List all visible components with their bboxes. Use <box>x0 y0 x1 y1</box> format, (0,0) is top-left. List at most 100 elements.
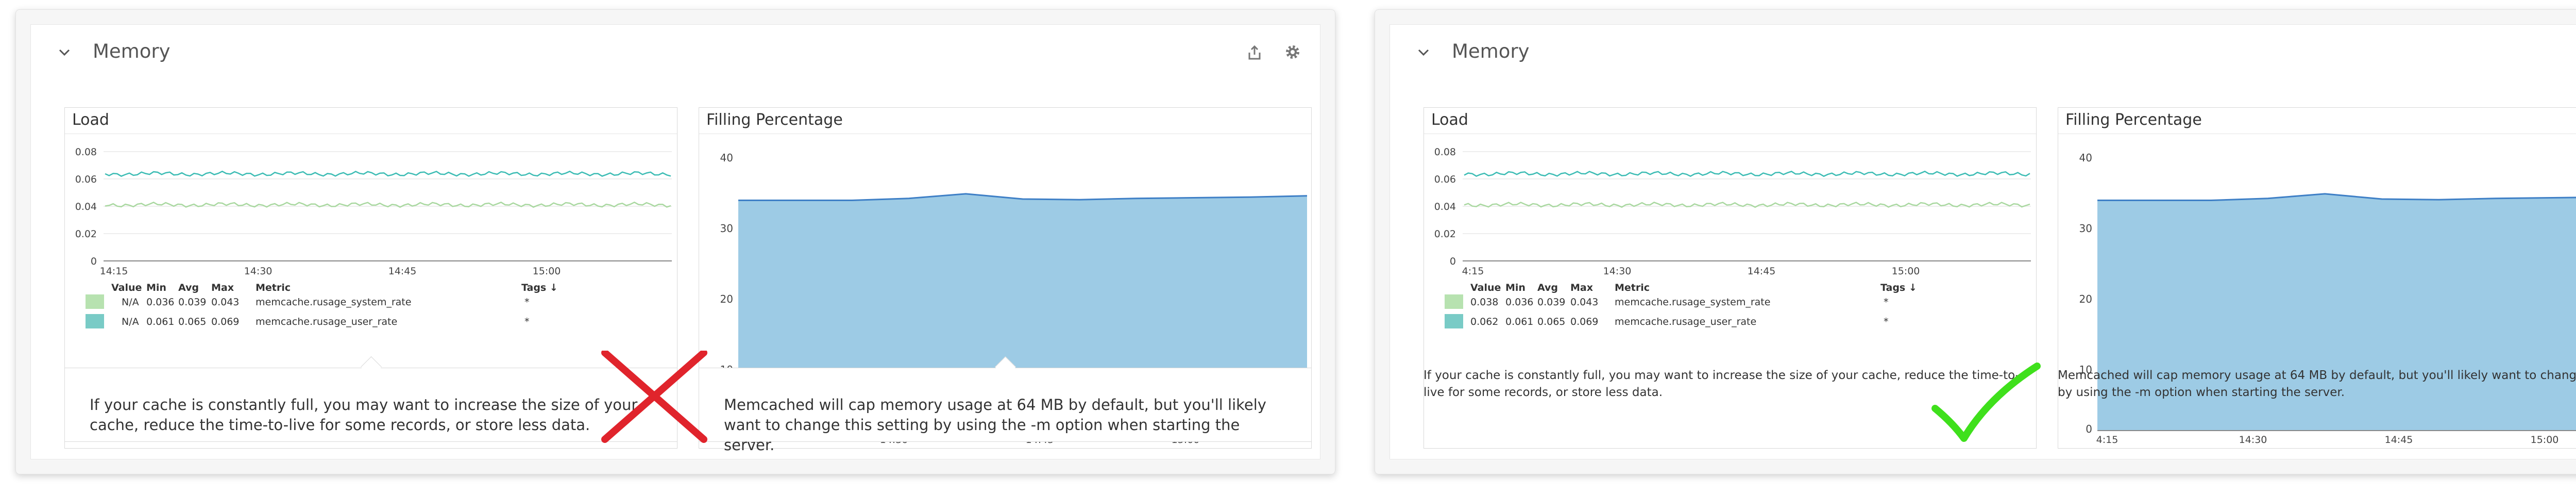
filling-line <box>738 193 1308 201</box>
legend-tags: * <box>524 316 530 327</box>
legend-metric[interactable]: memcache.rusage_user_rate <box>1615 316 1757 327</box>
y-tick-label: 0.02 <box>1434 228 1456 240</box>
y-tick-label: 20 <box>2079 293 2092 305</box>
memory-section: Memory Load 0.08 0.06 0.04 0.02 0 4:15 1… <box>1389 24 2576 459</box>
filling-widget-title: Filling Percentage <box>2058 108 2576 134</box>
note-text: If your cache is constantly full, you ma… <box>90 396 638 434</box>
legend-avg: 0.039 <box>178 297 207 308</box>
check-stroke <box>1931 363 2041 442</box>
section-title: Memory <box>93 40 171 62</box>
legend-swatch <box>86 294 104 309</box>
note-cache-full: If your cache is constantly full, you ma… <box>1423 369 2020 399</box>
legend-metric[interactable]: memcache.rusage_system_rate <box>256 297 412 308</box>
legend-max: 0.043 <box>211 297 240 308</box>
legend-metric[interactable]: memcache.rusage_user_rate <box>256 316 398 327</box>
filling-widget-title: Filling Percentage <box>699 108 1311 134</box>
load-widget-title: Load <box>65 108 677 134</box>
user-rate-line <box>105 170 671 177</box>
legend-header-avg: Avg <box>1537 282 1558 293</box>
note-memory-cap: Memcached will cap memory usage at 64 MB… <box>699 356 1312 454</box>
filling-chart: 40 30 20 10 0 4:15 14:30 14:45 15:00 <box>2079 152 2576 446</box>
legend-header-tags[interactable]: Tags ↓ <box>1880 282 1917 293</box>
load-chart: 0.08 0.06 0.04 0.02 0 4:15 14:30 14:45 1… <box>1434 146 2031 277</box>
load-widget-title: Load <box>1424 108 2036 134</box>
section-header: Memory <box>1390 25 2576 81</box>
y-tick-label: 0.06 <box>1434 174 1456 185</box>
y-tick-label: 0.08 <box>1434 146 1456 158</box>
y-tick-label: 0 <box>91 256 97 267</box>
filling-line <box>2097 193 2576 201</box>
legend-avg: 0.065 <box>178 316 207 327</box>
note-text: Memcached will cap memory usage at 64 MB… <box>724 396 1266 454</box>
note-cache-full: If your cache is constantly full, you ma… <box>64 356 677 442</box>
legend-value: N/A <box>122 316 139 327</box>
legend-min: 0.036 <box>1505 297 1534 308</box>
memory-section: Memory Load 0.08 0.06 0.04 0.02 0 14:15 … <box>30 24 1320 459</box>
legend-avg: 0.039 <box>1537 297 1566 308</box>
gear-icon[interactable] <box>1284 43 1301 61</box>
chevron-down-icon[interactable] <box>1416 47 1431 58</box>
x-tick-label: 14:45 <box>2385 434 2413 446</box>
legend-metric[interactable]: memcache.rusage_system_rate <box>1615 297 1771 308</box>
legend-tags: * <box>1884 316 1889 327</box>
legend-max: 0.043 <box>1570 297 1599 308</box>
legend-min: 0.061 <box>1505 316 1534 327</box>
x-tick-label: 4:15 <box>1462 266 1484 277</box>
y-tick-label: 0.04 <box>75 201 97 212</box>
load-chart: 0.08 0.06 0.04 0.02 0 14:15 14:30 14:45 … <box>75 146 672 277</box>
legend-swatch <box>86 314 104 328</box>
cross-stroke <box>601 351 707 443</box>
legend-header-value: Value <box>1470 282 1501 293</box>
y-tick-label: 0.06 <box>75 174 97 185</box>
legend-header-metric[interactable]: Metric <box>256 282 291 293</box>
x-tick-label: 15:00 <box>533 266 561 277</box>
legend-header-value: Value <box>111 282 142 293</box>
y-tick-label: 0.08 <box>75 146 97 158</box>
y-tick-label: 0 <box>2086 423 2092 435</box>
cross-mark <box>601 351 707 443</box>
x-tick-label: 15:00 <box>1892 266 1920 277</box>
legend-min: 0.036 <box>146 297 175 308</box>
y-tick-label: 0 <box>1450 256 1456 267</box>
legend-avg: 0.065 <box>1537 316 1566 327</box>
legend-max: 0.069 <box>211 316 240 327</box>
legend-header-avg: Avg <box>178 282 199 293</box>
legend-header-metric[interactable]: Metric <box>1615 282 1650 293</box>
y-tick-label: 0.02 <box>75 228 97 240</box>
legend-header-tags[interactable]: Tags ↓ <box>521 282 558 293</box>
legend-value: 0.062 <box>1470 316 1499 327</box>
y-tick-label: 0.04 <box>1434 201 1456 212</box>
x-tick-label: 14:15 <box>100 266 128 277</box>
y-tick-label: 40 <box>720 152 733 164</box>
x-tick-label: 15:00 <box>2531 434 2559 446</box>
legend-value: N/A <box>122 297 139 308</box>
chevron-down-icon[interactable] <box>57 47 72 58</box>
legend-swatch <box>1445 294 1463 309</box>
legend-value: 0.038 <box>1470 297 1499 308</box>
legend-header-min: Min <box>1505 282 1526 293</box>
legend-tags: * <box>1884 297 1889 308</box>
memory-panel-right: Memory Load 0.08 0.06 0.04 0.02 0 4:15 1… <box>1375 9 2576 474</box>
y-tick-label: 30 <box>2079 222 2092 235</box>
x-tick-label: 14:30 <box>244 266 273 277</box>
system-rate-line <box>105 201 671 208</box>
system-rate-line <box>1464 202 2030 208</box>
x-tick-label: 14:30 <box>1603 266 1632 277</box>
y-tick-label: 40 <box>2079 152 2092 164</box>
y-tick-label: 10 <box>2079 364 2092 376</box>
legend-header-max: Max <box>211 282 234 293</box>
y-tick-label: 30 <box>720 222 733 235</box>
share-icon[interactable] <box>1247 44 1262 61</box>
section-title: Memory <box>1452 40 1530 62</box>
legend-max: 0.069 <box>1570 316 1599 327</box>
x-tick-label: 4:15 <box>2096 434 2119 446</box>
note-memory-cap: Memcached will cap memory usage at 64 MB… <box>2058 369 2576 399</box>
filling-widget: Filling Percentage 40 30 20 10 0 4:15 14… <box>2058 107 2576 449</box>
legend-header-max: Max <box>1570 282 1593 293</box>
user-rate-line <box>1464 170 2030 177</box>
x-tick-label: 14:30 <box>2239 434 2267 446</box>
memory-panel-left: Memory Load 0.08 0.06 0.04 0.02 0 14:15 … <box>15 9 1335 474</box>
check-mark <box>1931 363 2041 442</box>
filling-area <box>2097 193 2576 431</box>
section-header: Memory <box>31 25 1320 81</box>
